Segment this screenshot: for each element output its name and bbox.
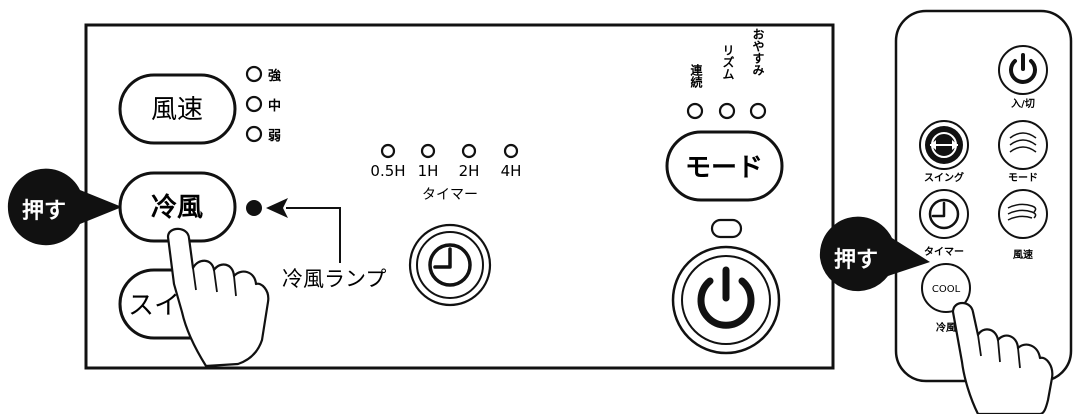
timer-1h-label: 1H [418, 162, 439, 180]
mode-continuous-label: 連続 [689, 63, 703, 89]
timer-button[interactable] [410, 225, 490, 305]
speed-medium-led [247, 97, 261, 111]
remote-power-button[interactable] [999, 46, 1047, 94]
speed-low-led [247, 127, 261, 141]
speed-low-label: 弱 [268, 128, 281, 144]
remote-power-label: 入/切 [1011, 98, 1035, 110]
remote-timer-button[interactable] [920, 190, 968, 238]
mode-button[interactable]: モード [667, 132, 782, 200]
swing-label: スイ [128, 291, 180, 321]
remote-swing-button[interactable] [920, 121, 968, 169]
mode-continuous-led [688, 104, 702, 118]
timer-title: タイマー [422, 187, 478, 203]
remote-timer-label: タイマー [924, 246, 964, 258]
mode-sleep-label: おやすみ [751, 28, 765, 76]
timer-1h-led [422, 145, 434, 157]
remote-cool-label: 冷風 [936, 321, 956, 334]
timer-2h-label: 2H [459, 162, 480, 180]
remote-speed-button[interactable] [999, 190, 1047, 238]
mode-label: モード [685, 153, 763, 183]
mode-rhythm-label: リズム [721, 44, 735, 80]
mode-rhythm-led [720, 104, 734, 118]
mode-sleep-led [751, 104, 765, 118]
press-label-right: 押す [834, 247, 878, 273]
power-button[interactable] [673, 247, 779, 353]
timer-05h-label: 0.5H [370, 162, 405, 180]
timer-4h-label: 4H [501, 162, 522, 180]
power-indicator-lamp [712, 220, 741, 237]
timer-05h-led [382, 145, 394, 157]
cool-label: 冷風 [151, 192, 203, 223]
remote-speed-label: 風速 [1013, 248, 1033, 261]
fan-speed-button[interactable]: 風速 [120, 75, 235, 143]
remote-mode-label: モード [1008, 172, 1038, 184]
timer-4h-led [505, 145, 517, 157]
press-label-left: 押す [22, 198, 66, 224]
cool-lamp-label: 冷風ランプ [282, 267, 386, 291]
remote-swing-label: スイング [924, 171, 964, 184]
fan-speed-label: 風速 [151, 95, 203, 125]
timer-2h-led [463, 145, 475, 157]
speed-high-led [247, 67, 261, 81]
speed-medium-label: 中 [268, 98, 281, 114]
remote-cool-text: COOL [932, 284, 961, 295]
speed-high-label: 強 [268, 68, 281, 84]
cool-lamp [246, 200, 262, 216]
remote-mode-button[interactable] [999, 121, 1047, 169]
